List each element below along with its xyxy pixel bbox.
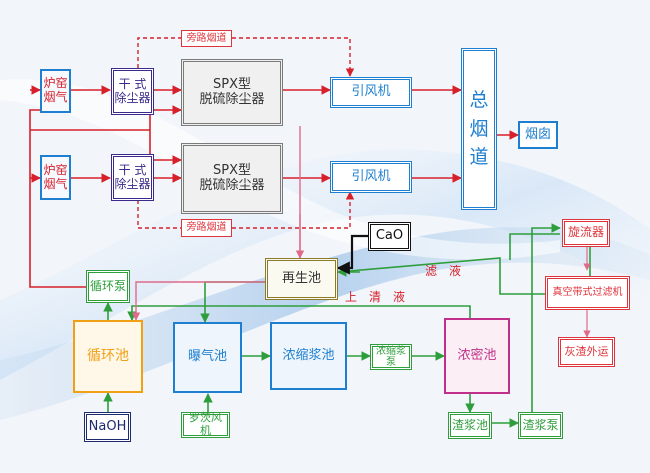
thickener-tank: 浓密池	[444, 318, 510, 394]
main-flue: 总 烟 道	[461, 48, 497, 210]
spx-desulfurizer-2: SPX型 脱硫除尘器	[181, 143, 283, 214]
bypass-flue-1: 旁路烟道	[181, 30, 232, 47]
dry-collector-label: 干 式 除尘器	[114, 162, 151, 191]
fan-label: 引风机	[351, 168, 391, 184]
chimney: 烟囱	[518, 121, 558, 149]
spx-desulfurizer-1: SPX型 脱硫除尘器	[181, 59, 283, 126]
residue-slurry-pump: 渣浆泵	[518, 412, 563, 439]
regeneration-tank: 再生池	[265, 258, 338, 300]
naoh-feed: NaOH	[84, 412, 131, 442]
slurry-pump: 浓缩浆泵	[370, 344, 412, 370]
spx-label: SPX型 脱硫除尘器	[199, 162, 265, 193]
induced-draft-fan-2: 引风机	[330, 161, 412, 193]
induced-draft-fan-1: 引风机	[330, 77, 412, 108]
ash-transport: 灰渣外运	[558, 337, 615, 367]
slurry-tank-label: 浓缩浆池	[282, 347, 335, 363]
roots-blower: 罗茨风机	[181, 411, 230, 438]
vacuum-belt-filter: 真空带式过滤机	[545, 276, 630, 310]
main-flue-label: 总 烟 道	[469, 89, 489, 169]
residue-tank-label: 渣浆池	[451, 417, 488, 432]
cao-label: CaO	[375, 228, 404, 244]
furnace-gas-label: 炉窑 烟气	[43, 76, 68, 104]
circulation-tank: 循环池	[73, 320, 143, 393]
fan-label: 引风机	[351, 84, 391, 100]
bypass-flue-2: 旁路烟道	[181, 219, 232, 237]
furnace-gas-box-2: 炉窑 烟气	[40, 155, 71, 200]
dry-collector-label: 干 式 除尘器	[114, 76, 151, 105]
furnace-gas-label: 炉窑 烟气	[43, 162, 68, 191]
regen-label: 再生池	[281, 270, 321, 286]
roots-blower-label: 罗茨风机	[189, 411, 222, 437]
naoh-label: NaOH	[88, 418, 127, 434]
bypass-label: 旁路烟道	[186, 32, 227, 44]
furnace-gas-box-1: 炉窑 烟气	[40, 69, 71, 113]
dry-dust-collector-1: 干 式 除尘器	[111, 68, 154, 115]
aeration-label: 曝气池	[187, 349, 227, 365]
hydrocyclone-label: 旋流器	[567, 225, 604, 240]
vacuum-filter-label: 真空带式过滤机	[552, 287, 623, 299]
circulation-pump: 循环泵	[86, 270, 130, 303]
circ-pump-label: 循环泵	[89, 278, 126, 293]
supernatant-label: 上 清 液	[345, 290, 406, 304]
dry-dust-collector-2: 干 式 除尘器	[111, 154, 154, 201]
bypass-label: 旁路烟道	[186, 222, 227, 234]
cao-feed: CaO	[368, 222, 411, 251]
circ-tank-label: 循环池	[87, 348, 129, 365]
chimney-label: 烟囱	[524, 126, 551, 142]
residue-slurry-tank: 渣浆池	[448, 412, 492, 439]
filtrate-label: 滤 液	[425, 264, 462, 278]
residue-pump-label: 渣浆泵	[522, 417, 559, 432]
aeration-tank: 曝气池	[173, 322, 242, 393]
slurry-pump-label: 浓缩浆泵	[376, 345, 406, 369]
thickener-label: 浓密池	[457, 347, 497, 363]
hydrocyclone: 旋流器	[562, 219, 610, 247]
slurry-concentration-tank: 浓缩浆池	[270, 322, 347, 390]
ash-transport-label: 灰渣外运	[564, 344, 609, 358]
spx-label: SPX型 脱硫除尘器	[199, 76, 265, 107]
